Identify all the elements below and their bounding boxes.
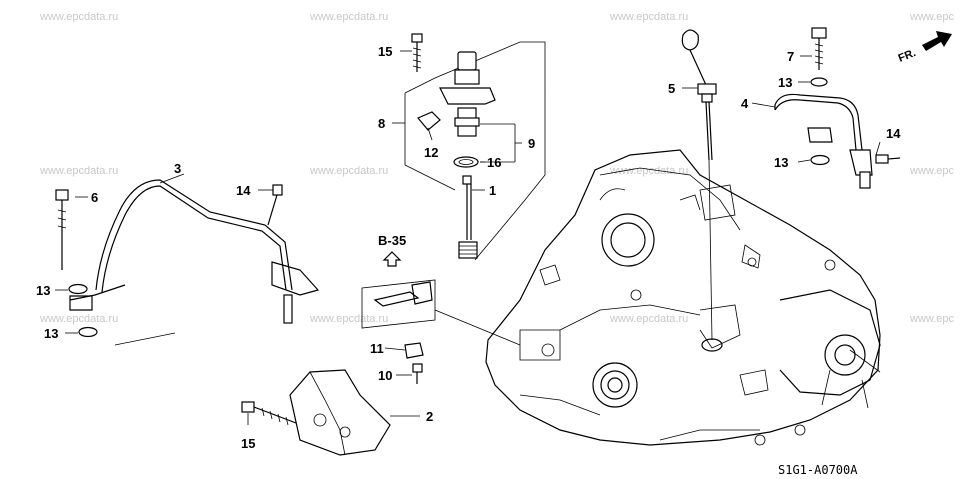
up-arrow-icon [382,251,402,267]
watermark: www.epcdata.ru [609,11,688,23]
callout-13: 13 [44,326,58,341]
callout-14: 14 [886,126,901,141]
callout-11: 11 [370,341,384,356]
callout-16: 16 [487,155,501,170]
callout-6: 6 [91,190,98,205]
callout-labels: 1 2 3 4 5 6 7 8 9 10 11 12 13 13 13 13 1… [36,44,901,451]
callout-13: 13 [778,75,792,90]
watermark: www.epc [909,165,955,177]
speed-sensor-assembly [404,33,546,261]
callout-14: 14 [236,183,251,198]
front-label: FR. [897,47,918,65]
callout-5: 5 [668,81,675,96]
cable-bracket [361,279,521,384]
dipstick [681,29,717,341]
callout-1: 1 [489,183,496,198]
watermark: www.epcdata.ru [609,313,688,325]
leader-lines [55,50,881,425]
watermark: www.epc [909,313,955,325]
callout-10: 10 [378,368,392,383]
watermark-group: www.epcdata.ru www.epcdata.ru www.epcdat… [39,11,955,325]
callout-15: 15 [241,436,255,451]
watermark: www.epcdata.ru [39,165,118,177]
pipe-left [55,179,320,346]
callout-3: 3 [174,161,181,176]
watermark: www.epcdata.ru [39,313,118,325]
watermark: www.epcdata.ru [39,11,118,23]
front-direction-indicator: FR. [897,31,952,65]
callout-15: 15 [378,44,392,59]
watermark: www.epcdata.ru [309,11,388,23]
watermark: www.epc [909,11,955,23]
pipe-right [774,27,901,189]
callout-12: 12 [424,145,438,160]
watermark: www.epcdata.ru [309,165,388,177]
callout-4: 4 [741,96,749,111]
callout-8: 8 [378,116,385,131]
reference-b35: B-35 [378,233,406,267]
callout-13: 13 [774,155,788,170]
callout-7: 7 [787,49,794,64]
diagram-code: S1G1-A0700A [778,463,858,477]
watermark: www.epcdata.ru [309,313,388,325]
callout-2: 2 [426,409,433,424]
callout-9: 9 [528,136,535,151]
transmission-housing [485,149,881,446]
reference-label: B-35 [378,233,406,248]
front-arrow-icon [922,31,952,51]
callout-13: 13 [36,283,50,298]
watermark: www.epcdata.ru [609,165,688,177]
bracket [241,369,391,456]
